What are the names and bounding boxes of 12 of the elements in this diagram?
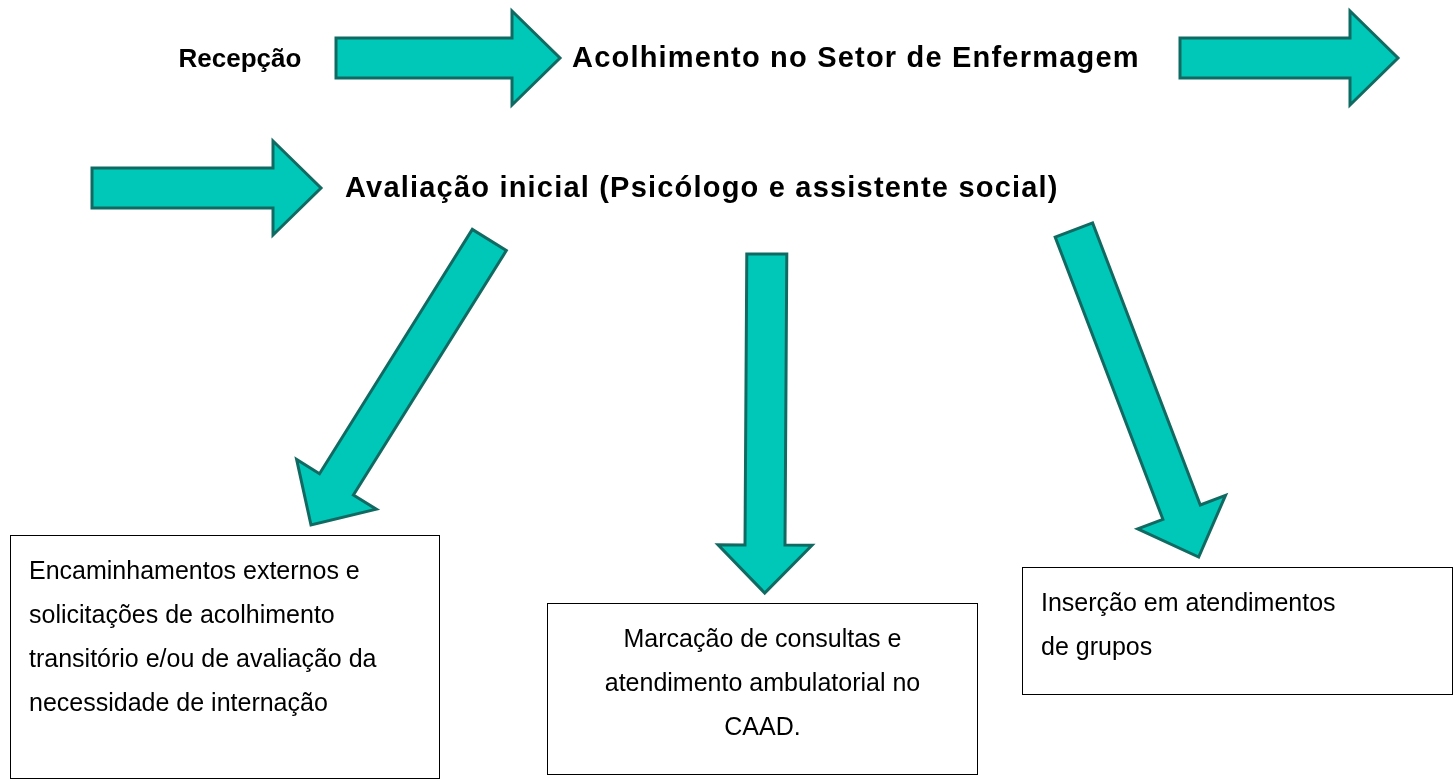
block-arrow [714, 252, 816, 596]
step-label: Acolhimento no Setor de Enfermagem [572, 36, 1168, 80]
outcome-box: Encaminhamentos externos e solicitações de acolhimento transitório e/ou de avaliação da necessidade de internação [10, 535, 440, 779]
step-label: Avaliação inicial (Psicólogo e assistente social) [345, 166, 1085, 210]
step-label: Recepção [150, 36, 330, 80]
outcome-box: Inserção em atendimentos de grupos [1022, 567, 1453, 695]
block-arrow [334, 7, 563, 109]
outcome-box: Marcação de consultas e atendimento ambulatorial no CAAD. [547, 603, 978, 775]
block-arrow [1053, 220, 1229, 559]
block-arrow [1178, 7, 1401, 109]
block-arrow [90, 137, 324, 239]
block-arrow [294, 227, 509, 527]
